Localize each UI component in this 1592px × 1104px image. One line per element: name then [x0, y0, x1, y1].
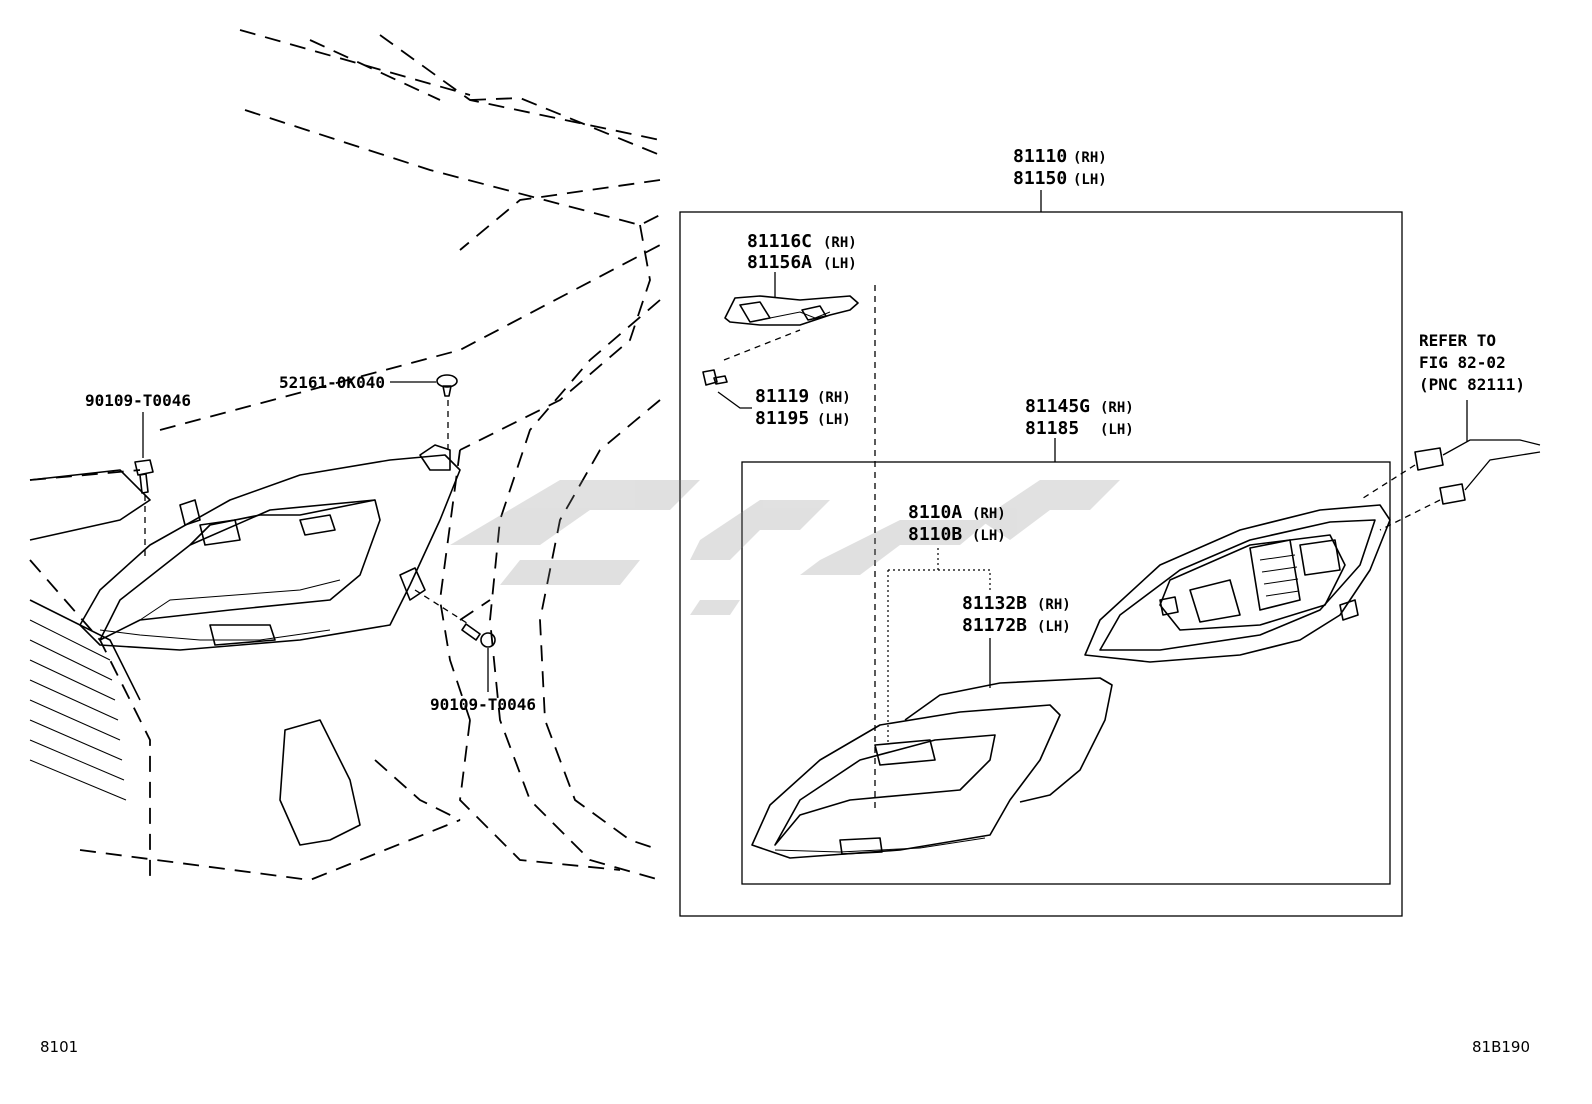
- label-gasket: 81132B (RH) 81172B (LH): [962, 593, 1071, 636]
- label-refer-line3: (PNC 82111): [1419, 375, 1525, 394]
- label-bolt-upper: 90109-T0046: [85, 391, 191, 410]
- label-gasket-rh: 81132B: [962, 593, 1027, 614]
- label-housing-rh-side: (RH): [1100, 400, 1134, 416]
- label-lens-rh-side: (RH): [972, 506, 1006, 522]
- label-housing-rh: 81145G: [1025, 396, 1090, 417]
- watermark-logo: [450, 480, 1120, 615]
- label-housing: 81145G (RH) 81185 (LH): [1025, 396, 1134, 439]
- label-screw-lh-side: (LH): [817, 412, 851, 428]
- connector-cables: [1359, 400, 1541, 531]
- label-gasket-lh-side: (LH): [1037, 619, 1071, 635]
- label-screw: 81119 (RH) 81195 (LH): [755, 386, 851, 429]
- bracket-81116C: [723, 272, 876, 810]
- page-number-right: 81B190: [1472, 1038, 1530, 1056]
- label-sub-c-rh-side: (RH): [823, 235, 857, 251]
- label-housing-lh: 81185: [1025, 418, 1079, 439]
- label-clip: 52161-0K040: [279, 373, 385, 392]
- label-bolt-lower: 90109-T0046: [430, 695, 536, 714]
- label-screw-lh: 81195: [755, 408, 809, 429]
- clip-52161: [390, 374, 458, 450]
- label-assembly-rh-side: (RH): [1073, 150, 1107, 166]
- housing-box-81145G: [741, 461, 1391, 885]
- label-gasket-lh: 81172B: [962, 615, 1027, 636]
- label-lens-lh: 8110B: [908, 524, 962, 545]
- label-screw-rh: 81119: [755, 386, 809, 407]
- label-refer-line1: REFER TO: [1419, 331, 1496, 350]
- label-screw-rh-side: (RH): [817, 390, 851, 406]
- vehicle-body-outline: [29, 29, 661, 881]
- label-lens-rh: 8110A: [908, 502, 962, 523]
- screw-81119: [702, 369, 752, 409]
- label-lens-lh-side: (LH): [972, 528, 1006, 544]
- housing-81145G: [1084, 504, 1391, 663]
- label-refer-line2: FIG 82-02: [1419, 353, 1506, 372]
- label-sub-c-lh: 81156A: [747, 252, 812, 273]
- fog-lamp-opening: [279, 719, 361, 846]
- label-assembly-lh-side: (LH): [1073, 172, 1107, 188]
- label-assembly-rh: 81110: [1013, 146, 1067, 167]
- installed-headlamp: [79, 444, 461, 651]
- label-gasket-rh-side: (RH): [1037, 597, 1071, 613]
- label-sub-c-lh-side: (LH): [823, 256, 857, 272]
- label-lens: 8110A (RH) 8110B (LH): [908, 502, 1006, 545]
- grille-slats: [29, 469, 151, 801]
- label-refer: REFER TO FIG 82-02 (PNC 82111): [1419, 331, 1525, 394]
- label-housing-lh-side: (LH): [1100, 422, 1134, 438]
- label-sub-c-rh: 81116C: [747, 231, 812, 252]
- label-assembly-lh: 81150: [1013, 168, 1067, 189]
- label-assembly: 81110 (RH) 81150 (LH): [1013, 146, 1107, 189]
- lower-bolt-90109: [414, 589, 496, 692]
- lens-8110A: [751, 545, 1061, 859]
- upper-bolt-90109: [134, 412, 154, 560]
- label-bracket: 81116C (RH) 81156A (LH): [747, 231, 857, 273]
- gasket-81132B: [904, 677, 1113, 803]
- page-number-left: 8101: [40, 1038, 78, 1056]
